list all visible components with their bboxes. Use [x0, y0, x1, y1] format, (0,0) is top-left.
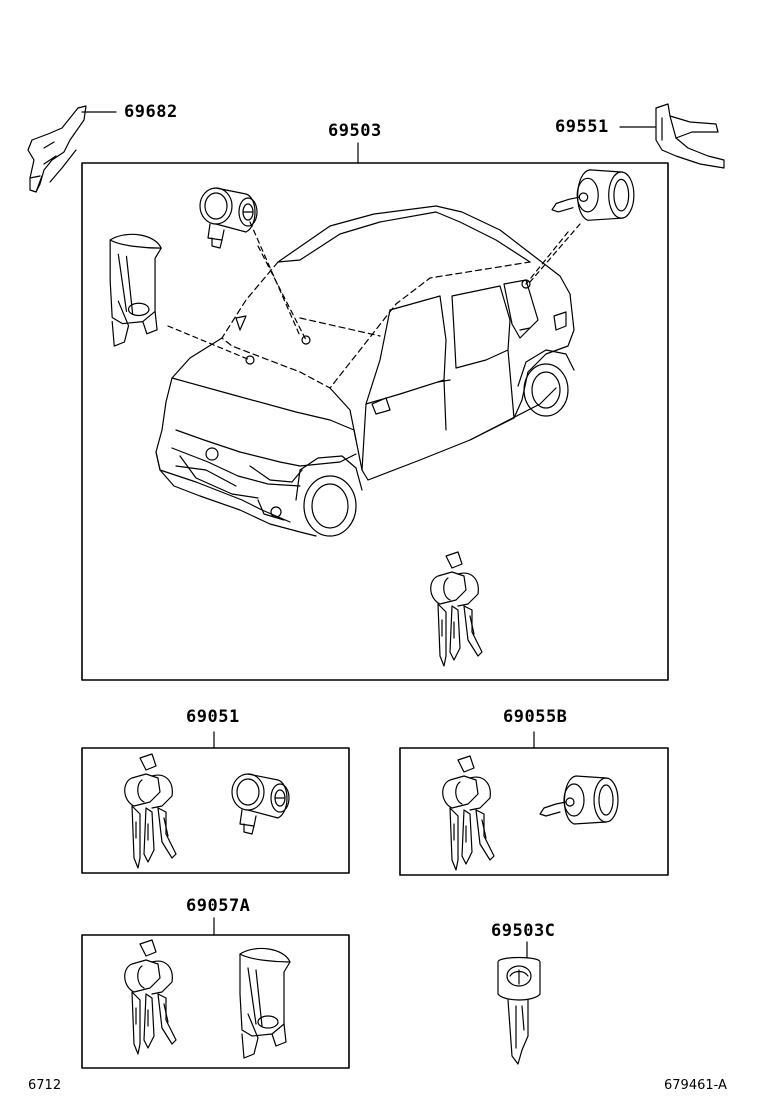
leader-lines [82, 112, 655, 958]
single-key-69503c [498, 958, 540, 1065]
label-69055b: 69055B [503, 707, 568, 727]
footer-left-code: 6712 [28, 1078, 62, 1093]
keyset-69055b [442, 755, 495, 871]
keyset-69057a [124, 939, 177, 1055]
door-cylinder-main [199, 187, 258, 249]
clip-69682-drawing [28, 106, 86, 192]
tube-cylinder-main [109, 233, 162, 347]
frame-69055b [400, 748, 668, 875]
door-cylinder-69051 [231, 773, 290, 835]
pointer-lines [168, 222, 580, 360]
label-69057a: 69057A [186, 896, 251, 916]
car-drawing [156, 206, 574, 536]
label-69682: 69682 [124, 102, 178, 122]
hatch-cylinder-69055b [539, 775, 619, 825]
keyset-69051 [124, 753, 177, 869]
label-69503: 69503 [328, 121, 382, 141]
label-69551: 69551 [555, 117, 609, 137]
keyset-main [430, 551, 483, 667]
hatch-cylinder-main [551, 169, 635, 221]
clip-69551-drawing [656, 104, 724, 168]
frame-69057a [82, 935, 349, 1068]
frame-69503 [82, 163, 668, 680]
label-69051: 69051 [186, 707, 240, 727]
footer-right-code: 679461-A [664, 1078, 727, 1093]
label-69503c: 69503C [491, 921, 556, 941]
frame-69051 [82, 748, 349, 873]
tube-cylinder-69057a [239, 947, 291, 1059]
